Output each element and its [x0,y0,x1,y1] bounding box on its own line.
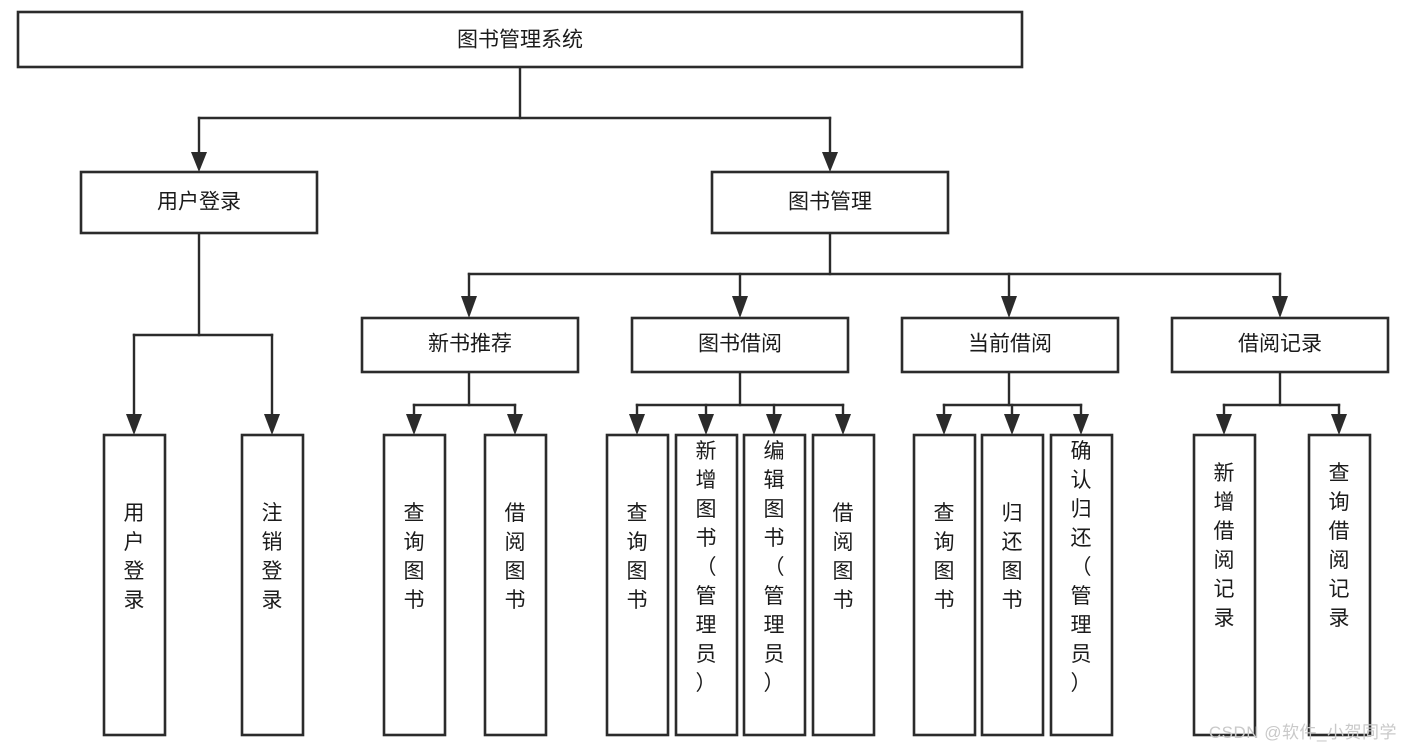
node-l-borrow-book-1-label: 借阅图书 [505,502,526,612]
node-current-borrow-label: 当前借阅 [968,333,1052,356]
connector-layer [126,65,1347,435]
node-root[interactable]: 图书管理系统 [16,10,1024,69]
node-l-borrow-book-2-label: 借阅图书 [833,502,854,612]
node-l-confirm-return-label: 确认归还（管理员） [1071,440,1092,695]
node-l-user-login-label: 用户登录 [124,502,145,612]
node-l-query-book-3[interactable]: 查询图书 [912,433,977,737]
arrow-to-borrow-record [1272,296,1288,318]
node-l-confirm-return-box[interactable] [1049,433,1114,737]
arrow-to-l-borrow-book-2 [835,414,851,435]
node-root-label: 图书管理系统 [457,29,583,52]
node-l-query-book-3-box[interactable] [912,433,977,737]
node-l-confirm-return[interactable]: 确认归还（管理员） [1049,433,1114,737]
arrow-to-l-return-book [1004,414,1020,435]
node-l-borrow-book-1-box[interactable] [483,433,548,737]
node-l-query-record-box[interactable] [1307,433,1372,737]
node-l-add-book-label: 新增图书（管理员） [696,440,717,695]
node-l-add-record[interactable]: 新增借阅记录 [1192,433,1257,737]
node-user-login-box[interactable] [79,170,319,235]
arrow-to-l-add-book [698,414,714,435]
arrow-to-l-user-login [126,414,142,435]
node-new-book-rec-label: 新书推荐 [428,333,512,356]
node-l-query-book-2[interactable]: 查询图书 [605,433,670,737]
node-new-book-rec[interactable]: 新书推荐 [360,316,580,374]
node-l-add-book[interactable]: 新增图书（管理员） [674,433,739,737]
node-new-book-rec-box[interactable] [360,316,580,374]
node-book-manage[interactable]: 图书管理 [710,170,950,235]
node-l-query-record[interactable]: 查询借阅记录 [1307,433,1372,737]
node-l-query-book-2-label: 查询图书 [627,502,648,612]
node-l-borrow-book-2-box[interactable] [811,433,876,737]
arrow-to-l-query-record [1331,414,1347,435]
node-l-query-record-label: 查询借阅记录 [1329,462,1350,630]
arrow-to-l-borrow-book-1 [507,414,523,435]
node-user-login[interactable]: 用户登录 [79,170,319,235]
arrow-to-l-edit-book [766,414,782,435]
arrow-to-new-book-rec [461,296,477,318]
node-l-edit-book[interactable]: 编辑图书（管理员） [742,433,807,737]
node-l-return-book[interactable]: 归还图书 [980,433,1045,737]
node-l-query-book-1[interactable]: 查询图书 [382,433,447,737]
node-book-manage-label: 图书管理 [788,191,872,214]
node-l-query-book-1-box[interactable] [382,433,447,737]
node-l-user-login-box[interactable] [102,433,167,737]
node-book-borrow-box[interactable] [630,316,850,374]
node-l-query-book-3-label: 查询图书 [934,502,955,612]
arrow-to-book-borrow [732,296,748,318]
node-book-borrow[interactable]: 图书借阅 [630,316,850,374]
arrow-to-l-query-book-3 [936,414,952,435]
arrow-to-l-confirm-return [1073,414,1089,435]
arrow-to-l-query-book-1 [406,414,422,435]
node-l-query-book-2-box[interactable] [605,433,670,737]
node-l-logout-label: 注销登录 [262,502,283,612]
node-l-edit-book-box[interactable] [742,433,807,737]
node-borrow-record[interactable]: 借阅记录 [1170,316,1390,374]
node-l-add-book-box[interactable] [674,433,739,737]
arrow-to-user-login [191,152,207,172]
node-book-borrow-label: 图书借阅 [698,333,782,356]
node-l-logout[interactable]: 注销登录 [240,433,305,737]
arrow-to-book-manage [822,152,838,172]
node-borrow-record-label: 借阅记录 [1238,333,1322,356]
node-root-box[interactable] [16,10,1024,69]
node-l-user-login[interactable]: 用户登录 [102,433,167,737]
node-l-add-record-box[interactable] [1192,433,1257,737]
node-l-query-book-1-label: 查询图书 [404,502,425,612]
node-l-borrow-book-2[interactable]: 借阅图书 [811,433,876,737]
node-current-borrow-box[interactable] [900,316,1120,374]
node-l-logout-box[interactable] [240,433,305,737]
node-current-borrow[interactable]: 当前借阅 [900,316,1120,374]
arrow-to-l-logout [264,414,280,435]
node-l-add-record-label: 新增借阅记录 [1214,462,1235,630]
node-user-login-label: 用户登录 [157,191,241,214]
node-borrow-record-box[interactable] [1170,316,1390,374]
arrow-to-current-borrow [1001,296,1017,318]
node-l-edit-book-label: 编辑图书（管理员） [764,440,785,695]
node-l-borrow-book-1[interactable]: 借阅图书 [483,433,548,737]
node-l-return-book-box[interactable] [980,433,1045,737]
arrow-to-l-add-record [1216,414,1232,435]
node-book-manage-box[interactable] [710,170,950,235]
node-l-return-book-label: 归还图书 [1002,502,1023,612]
arrow-to-l-query-book-2 [629,414,645,435]
